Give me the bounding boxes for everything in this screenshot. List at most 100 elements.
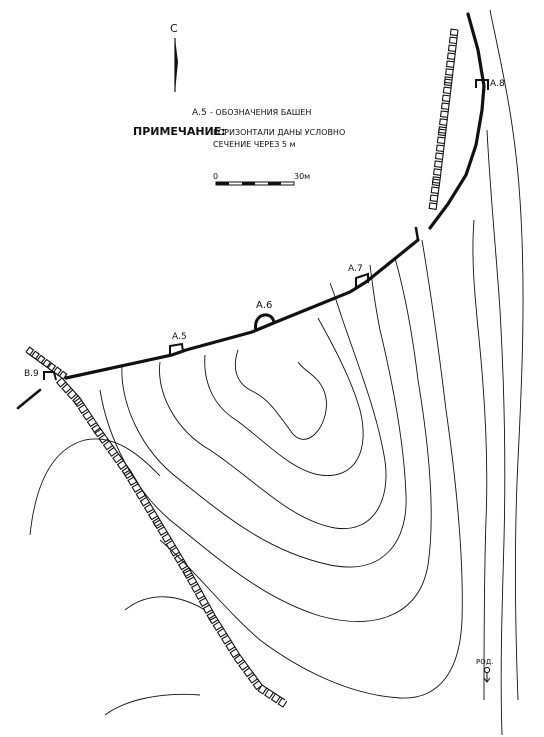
- cliff-hatch-mark: [447, 44, 457, 52]
- tower-b9-icon: [43, 371, 57, 381]
- cliff-hatch-mark: [127, 476, 138, 487]
- cliff-hatch-mark: [91, 424, 102, 434]
- north-arrow-icon: [175, 38, 178, 92]
- cliff-hatch-mark: [66, 389, 77, 400]
- north-arrow: С: [170, 22, 178, 92]
- cliff-hatching: [25, 28, 459, 708]
- cliff-hatch-mark: [225, 641, 236, 652]
- cliff-hatch-mark: [93, 427, 104, 438]
- scale-start: 0: [213, 172, 218, 181]
- cliff-hatch-mark: [53, 366, 62, 376]
- north-label: С: [170, 22, 178, 35]
- wall-fragment-west: [16, 388, 42, 410]
- cliff-hatch-mark: [243, 667, 254, 678]
- scale-end: 30м: [294, 172, 310, 181]
- tower-a5-icon: [169, 342, 184, 356]
- cliff-hatch-mark: [221, 634, 231, 645]
- cliff-hatch-mark: [446, 52, 456, 60]
- cliff-hatch-mark: [161, 533, 172, 543]
- cliff-hatch-mark: [82, 410, 93, 421]
- cliff-hatch-mark: [139, 496, 150, 507]
- tower-label-a8: А.8: [490, 79, 505, 89]
- cliff-hatch-mark: [169, 546, 180, 557]
- cliff-hatch-mark: [73, 397, 84, 408]
- cliff-hatch-mark: [47, 362, 57, 372]
- cliff-hatch-mark: [435, 144, 445, 152]
- legend-note-label: ПРИМЕЧАНИЕ:: [133, 125, 226, 138]
- cliff-hatch-mark: [433, 168, 442, 176]
- spring-label: РОД.: [476, 658, 493, 666]
- cliff-hatch-mark: [165, 540, 176, 550]
- cliff-hatch-mark: [208, 614, 219, 625]
- cliff-hatch-mark: [198, 597, 209, 608]
- cliff-hatch-mark: [77, 404, 88, 414]
- cliff-hatch-mark: [61, 383, 72, 394]
- tower-label-b9: В.9: [24, 369, 39, 379]
- cliff-hatch-mark: [216, 628, 227, 638]
- cliff-hatch-mark: [107, 447, 118, 457]
- fortress-wall: [16, 12, 486, 410]
- legend-note-line2: СЕЧЕНИЕ ЧЕРЕЗ 5 м: [213, 140, 296, 149]
- tower-label-a6: А.6: [256, 300, 272, 311]
- cliff-hatch-mark: [431, 178, 441, 187]
- legend-tower-code: А.5: [192, 108, 207, 118]
- cliff-hatch-mark: [449, 28, 459, 37]
- cliff-hatch-mark: [190, 583, 201, 594]
- cliff-hatch-mark: [436, 136, 446, 145]
- cliff-hatch-mark: [56, 377, 67, 388]
- cliff-hatch-mark: [437, 128, 447, 137]
- cliff-hatch-mark: [123, 469, 134, 480]
- cliff-hatch-mark: [135, 490, 146, 500]
- cliff-hatch-mark: [31, 350, 40, 360]
- cliff-hatch-mark: [429, 194, 438, 202]
- cliff-hatch-mark: [58, 370, 68, 380]
- cliff-hatch-mark: [238, 661, 249, 671]
- spring-marker: РОД.: [476, 658, 493, 683]
- cliff-hatch-mark: [194, 590, 205, 601]
- cliff-hatch-mark: [112, 453, 123, 464]
- cliff-hatch-mark: [443, 78, 453, 87]
- cliff-hatch-mark: [206, 611, 217, 622]
- cliff-hatch-mark: [36, 354, 46, 364]
- tower-a7-icon: [355, 272, 369, 289]
- towers: [43, 79, 489, 381]
- tower-a8-icon: [475, 79, 489, 90]
- cliff-hatch-mark: [212, 621, 223, 632]
- cliff-hatch-mark: [448, 36, 458, 45]
- cliff-hatch-mark: [442, 86, 452, 95]
- cliff-hatch-mark: [143, 503, 154, 514]
- cliff-hatch-mark: [229, 648, 240, 659]
- cliff-hatch-mark: [257, 684, 268, 695]
- cliff-hatch-mark: [183, 569, 193, 580]
- cliff-hatch-mark: [430, 186, 440, 195]
- cliff-hatch-mark: [116, 460, 127, 470]
- cliff-hatch-mark: [247, 673, 258, 684]
- wall-south-west: [64, 238, 420, 380]
- cliff-hatch-mark: [157, 526, 168, 537]
- cliff-hatch-mark: [25, 346, 35, 356]
- cliff-west: [56, 377, 288, 708]
- cliff-hatch-mark: [173, 553, 184, 564]
- cliff-hatch-mark: [433, 160, 443, 168]
- tower-a6-icon: [254, 313, 276, 332]
- cliff-hatch-mark: [187, 576, 197, 587]
- cliff-hatch-mark: [153, 519, 164, 530]
- cliff-hatch-mark: [428, 202, 437, 210]
- cliff-hatch-mark: [264, 689, 274, 700]
- cliff-hatch-mark: [86, 417, 97, 428]
- cliff-hatch-mark: [233, 654, 244, 665]
- legend-tower-text: - ОБОЗНАЧЕНИЯ БАШЕН: [210, 108, 311, 117]
- cliff-hatch-mark: [177, 560, 188, 571]
- cliff-hatch-mark: [441, 94, 451, 102]
- cliff-hatch-mark: [445, 60, 455, 68]
- cliff-hatch-mark: [202, 604, 213, 615]
- cliff-hatch-mark: [270, 693, 281, 704]
- tower-label-a7: А.7: [348, 264, 363, 274]
- cliff-top: [25, 346, 68, 380]
- cliff-hatch-mark: [98, 434, 109, 444]
- cliff-hatch-mark: [102, 440, 113, 451]
- cliff-hatch-mark: [439, 110, 449, 118]
- legend: А.5 - ОБОЗНАЧЕНИЯ БАШЕН ПРИМЕЧАНИЕ: ГОРИ…: [133, 108, 345, 149]
